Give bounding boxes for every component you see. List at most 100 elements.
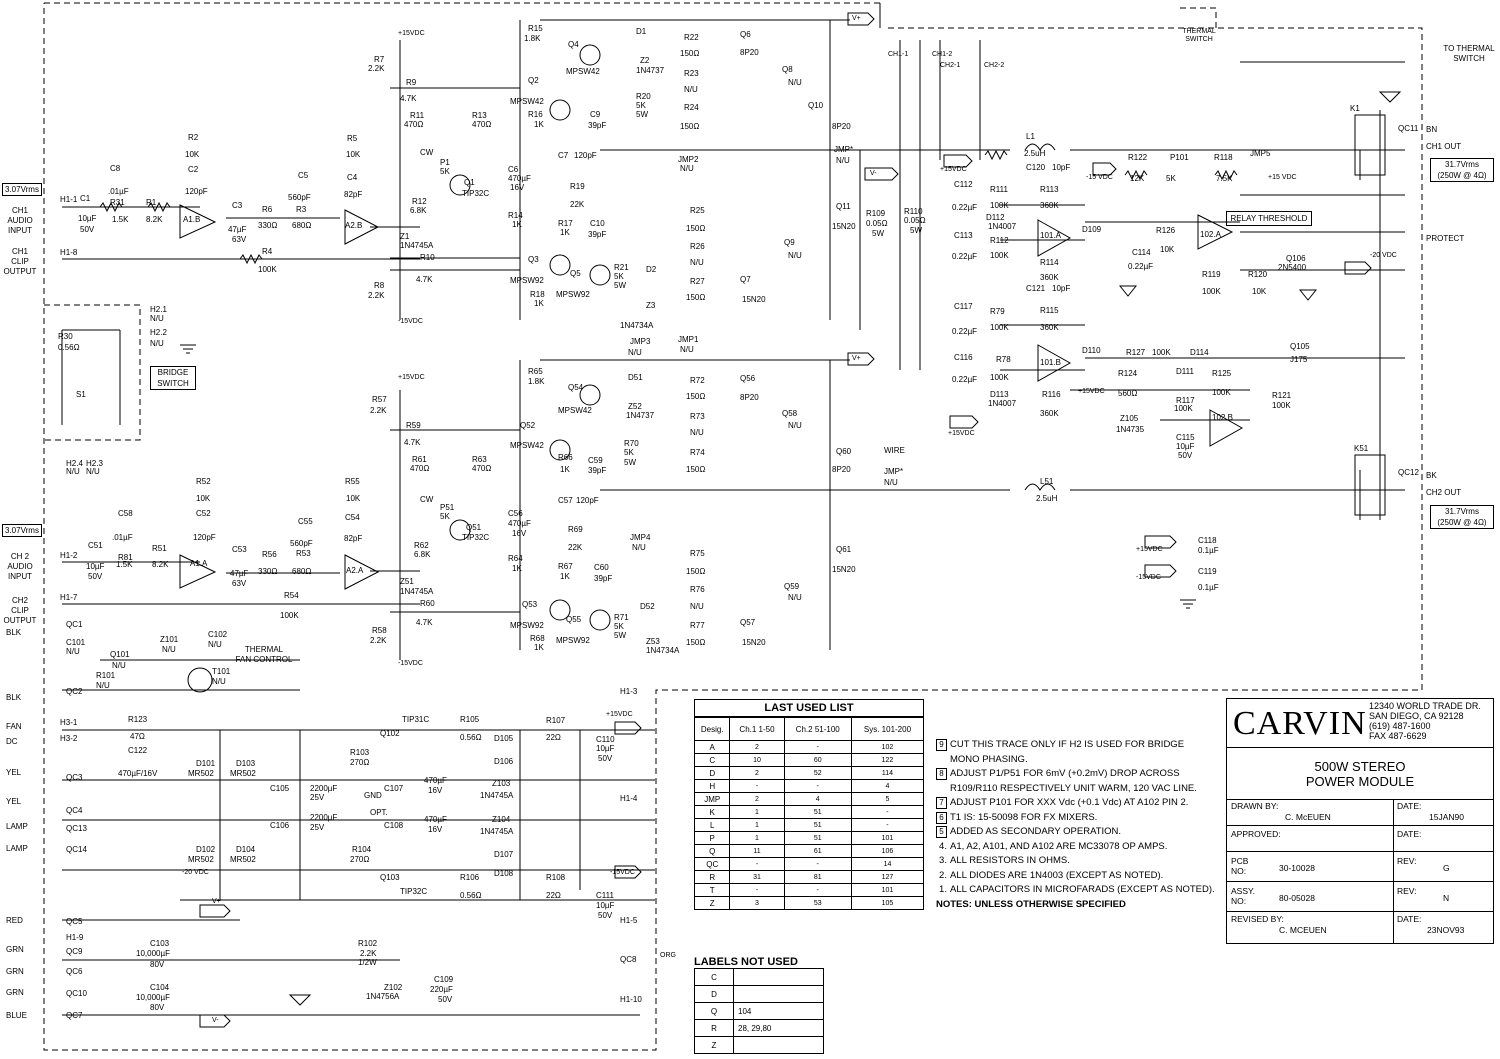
svg-text:MPSW92: MPSW92 (510, 276, 544, 285)
svg-text:MPSW92: MPSW92 (556, 290, 590, 299)
svg-text:QC12: QC12 (1398, 468, 1419, 477)
svg-text:N/U: N/U (212, 677, 226, 686)
svg-text:MPSW42: MPSW42 (510, 97, 544, 106)
svg-text:S1: S1 (76, 390, 86, 399)
ch1-clip-output: CH1 CLIP OUTPUT (2, 247, 38, 277)
svg-text:H1-4: H1-4 (620, 794, 638, 803)
svg-text:470µF: 470µF (508, 174, 531, 183)
svg-text:R65: R65 (528, 367, 543, 376)
svg-text:Z101: Z101 (160, 635, 179, 644)
svg-text:H1-10: H1-10 (620, 995, 642, 1004)
svg-text:R9: R9 (406, 78, 417, 87)
svg-text:100K: 100K (990, 201, 1009, 210)
svg-text:10pF: 10pF (1052, 163, 1070, 172)
svg-text:R24: R24 (684, 103, 699, 112)
svg-text:5K: 5K (614, 272, 624, 281)
wire-label: WIRE (884, 446, 905, 455)
approved-label: APPROVED: (1231, 829, 1281, 839)
svg-text:H1-8: H1-8 (60, 248, 78, 257)
assy-label: ASSY. NO: (1231, 886, 1255, 906)
svg-text:R126: R126 (1156, 226, 1176, 235)
table-cell: 104 (733, 1002, 824, 1020)
vminus-supply: V- (212, 1017, 219, 1024)
svg-text:R12: R12 (412, 197, 427, 206)
svg-text:R25: R25 (690, 206, 705, 215)
address-line: 12340 WORLD TRADE DR. (1369, 701, 1481, 711)
svg-text:H1-1: H1-1 (60, 195, 78, 204)
ch2-audio-input-line3: INPUT (8, 572, 32, 581)
svg-text:50V: 50V (598, 911, 613, 920)
table-row: QC--14 (693, 857, 925, 871)
svg-text:22Ω: 22Ω (546, 891, 561, 900)
svg-text:680Ω: 680Ω (292, 221, 311, 230)
pin-grn-1: GRN (6, 945, 24, 954)
vplus-rail-1: V+ (852, 15, 861, 22)
svg-text:360K: 360K (1040, 201, 1059, 210)
svg-text:C121: C121 (1026, 284, 1046, 293)
svg-text:Z2: Z2 (640, 56, 650, 65)
table-cell: - (729, 857, 785, 871)
svg-text:R76: R76 (690, 585, 705, 594)
svg-text:R52: R52 (196, 477, 211, 486)
svg-text:R6: R6 (262, 205, 273, 214)
svg-text:2N5400: 2N5400 (1278, 263, 1307, 272)
svg-text:80V: 80V (150, 960, 165, 969)
svg-text:22K: 22K (570, 200, 585, 209)
svg-text:Q53: Q53 (522, 600, 538, 609)
svg-text:1K: 1K (534, 643, 544, 652)
svg-text:A2.A: A2.A (346, 566, 364, 575)
svg-text:1N4007: 1N4007 (988, 222, 1017, 231)
ch2-level-box: 3.07Vrms (2, 524, 42, 537)
ch2-audio-input: CH 2 AUDIO INPUT (2, 552, 38, 582)
svg-text:120pF: 120pF (185, 187, 208, 196)
svg-text:R103: R103 (350, 748, 370, 757)
svg-text:1.5K: 1.5K (112, 215, 129, 224)
note-text: ALL DIODES ARE 1N4003 (EXCEPT AS NOTED). (950, 869, 1164, 881)
table-cell: D (694, 985, 734, 1003)
svg-text:1N4737: 1N4737 (636, 66, 665, 75)
svg-text:47Ω: 47Ω (130, 732, 145, 741)
svg-text:63V: 63V (232, 235, 247, 244)
drawing-title: 500W STEREO POWER MODULE (1227, 759, 1493, 789)
svg-text:C117: C117 (954, 302, 973, 311)
svg-text:1N4756A: 1N4756A (366, 992, 400, 1001)
svg-text:C60: C60 (594, 563, 609, 572)
svg-text:8.2K: 8.2K (146, 215, 163, 224)
svg-text:Q2: Q2 (528, 76, 539, 85)
note-line: R109/R110 RESPECTIVELY UNIT WARM, 120 VA… (936, 782, 1226, 797)
svg-text:R109: R109 (866, 209, 886, 218)
title-block: CARVIN 12340 WORLD TRADE DR. SAN DIEGO, … (1226, 698, 1494, 944)
table-cell: - (783, 857, 852, 871)
table-cell: A (693, 740, 731, 754)
svg-text:100K: 100K (1202, 287, 1221, 296)
svg-text:1N4007: 1N4007 (988, 399, 1017, 408)
svg-text:A1.A: A1.A (190, 559, 208, 568)
table-row: H--4 (693, 779, 925, 793)
ch1-2-tap: CH1-2 (932, 51, 953, 58)
opt-label: OPT. (370, 808, 388, 817)
svg-text:R53: R53 (296, 549, 311, 558)
thermal-fan-control-line2: FAN CONTROL (235, 655, 293, 664)
svg-text:50V: 50V (1178, 451, 1193, 460)
svg-text:Z105: Z105 (1120, 414, 1139, 423)
relay-threshold-label: RELAY THRESHOLD (1226, 211, 1312, 226)
last-used-list-title: LAST USED LIST (694, 699, 924, 717)
svg-text:5K: 5K (614, 622, 624, 631)
table-cell: 3 (729, 896, 785, 910)
svg-text:270Ω: 270Ω (350, 855, 369, 864)
ch2-clip-output-line1: CH2 (11, 596, 28, 605)
svg-text:R114: R114 (1040, 258, 1059, 267)
svg-text:MPSW42: MPSW42 (558, 406, 592, 415)
svg-text:1.8K: 1.8K (524, 34, 541, 43)
svg-text:QC7: QC7 (66, 1011, 83, 1020)
svg-text:.01µF: .01µF (112, 533, 133, 542)
drawn-by-label: DRAWN BY: (1231, 801, 1279, 811)
svg-text:Q52: Q52 (520, 421, 536, 430)
svg-text:R74: R74 (690, 448, 705, 457)
ch2-out-label: CH2 OUT (1426, 488, 1462, 497)
svg-text:63V: 63V (232, 579, 247, 588)
svg-text:1K: 1K (560, 572, 570, 581)
